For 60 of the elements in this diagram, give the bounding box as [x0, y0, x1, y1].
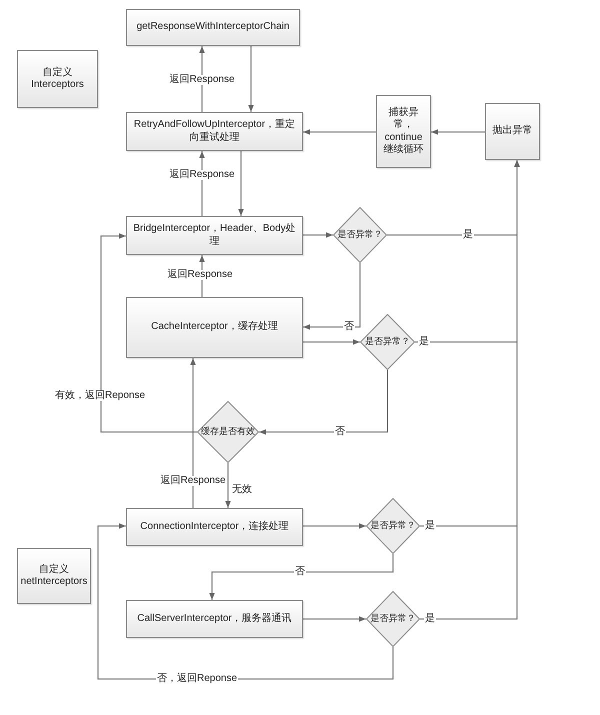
- process-box: [126, 508, 303, 546]
- node-label: 抛出异常: [492, 125, 532, 138]
- node-label: getResponseWithInterceptorChain: [136, 21, 290, 34]
- edge-label: 返回Response: [168, 170, 236, 180]
- node-label: 缓存是否有效: [201, 426, 255, 438]
- arrow: [302, 129, 376, 135]
- process-box: [126, 112, 303, 151]
- arrow: [209, 554, 394, 600]
- node-label: 是否异常？: [337, 229, 382, 241]
- edge-label: 返回Response: [159, 476, 227, 486]
- process-box: [126, 600, 303, 638]
- decision-diamond: [360, 314, 415, 370]
- arrow: [225, 462, 231, 508]
- process-box: [126, 216, 303, 255]
- decision-diamond: [333, 207, 387, 263]
- arrow: [238, 150, 244, 216]
- node-label: CallServerInterceptor，服务器通讯: [137, 612, 292, 626]
- arrow: [302, 262, 360, 330]
- edge-label: 是: [424, 614, 436, 624]
- edge-label: 是: [418, 337, 430, 347]
- node-label: 是否异常？: [370, 613, 416, 625]
- process-box: [17, 50, 98, 108]
- decision-diamond: [197, 401, 259, 463]
- node-label: BridgeInterceptor，Header、Body处理: [132, 223, 297, 248]
- edge-label: 返回Response: [168, 75, 236, 85]
- node-label: 捕获异常，continue继续循环: [382, 106, 424, 156]
- decision-diamond: [366, 591, 420, 647]
- arrow: [258, 370, 388, 435]
- process-box: [376, 95, 431, 168]
- edge-label: 返回Response: [166, 270, 234, 280]
- arrow: [190, 358, 196, 508]
- arrow: [302, 616, 366, 622]
- edge-label: 否，返回Reponse: [156, 674, 238, 684]
- decision-diamond: [366, 498, 420, 554]
- arrow: [302, 232, 334, 238]
- node-label: 是否异常？: [370, 520, 416, 532]
- arrow: [199, 46, 205, 112]
- edge-label: 无效: [231, 485, 253, 495]
- edge-label: 否: [343, 322, 355, 332]
- edge-label: 是: [462, 230, 474, 240]
- arrow: [100, 233, 198, 432]
- edge-label: 否: [294, 567, 306, 577]
- arrow: [248, 46, 254, 112]
- node-label: ConnectionInterceptor，连接处理: [140, 520, 289, 534]
- node-label: CacheInterceptor，缓存处理: [151, 321, 278, 334]
- node-label: 自定义 netInterceptors: [20, 564, 88, 588]
- node-label: 自定义Interceptors: [30, 66, 85, 92]
- arrow: [302, 523, 366, 529]
- arrow: [430, 129, 486, 135]
- edge-label: 否: [334, 427, 346, 437]
- process-box: [126, 9, 300, 46]
- node-label: 是否异常？: [365, 336, 410, 348]
- node-label: RetryAndFollowUpInterceptor，重定向重试处理: [132, 119, 296, 144]
- edge-label: 有效，返回Reponse: [54, 391, 146, 401]
- process-box: [17, 548, 91, 604]
- arrow: [420, 160, 520, 620]
- edge-label: 是: [424, 521, 436, 531]
- process-box: [485, 103, 540, 160]
- process-box: [126, 297, 303, 358]
- arrow: [302, 339, 360, 345]
